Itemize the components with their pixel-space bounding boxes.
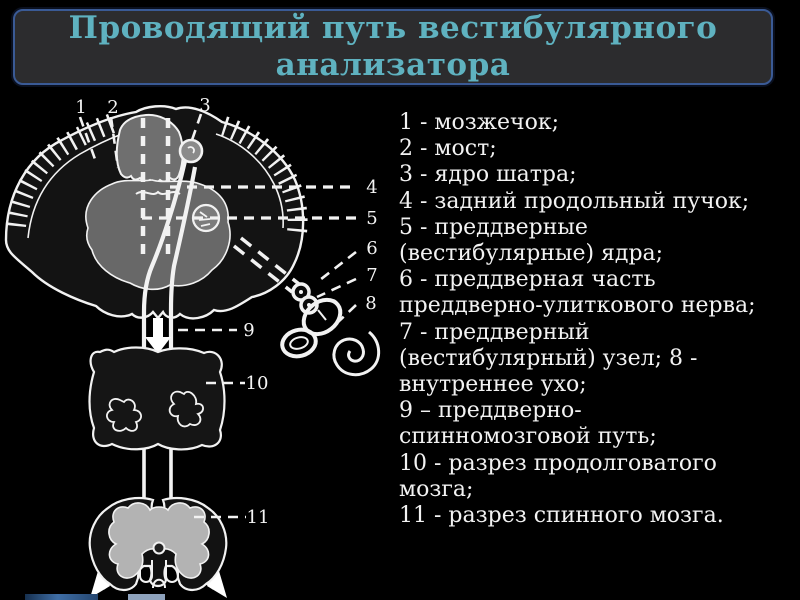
- diagram-labels: 1 2 3 4 5 6 7 8 9 10 11: [75, 95, 377, 528]
- gray-matter-butterfly: [108, 502, 210, 579]
- legend-line: 4 - задний продольный пучок;: [399, 188, 750, 214]
- tract-curve-right: [168, 166, 198, 350]
- exit-arrow-right-head: [207, 571, 227, 598]
- legend-line: (вестибулярные) ядра;: [399, 241, 664, 267]
- leader-line-6: [315, 250, 357, 285]
- legend-line: 1 - мозжечок;: [399, 110, 559, 135]
- legend-line: 3 - ядро шатра;: [399, 162, 577, 188]
- diagram-label-10: 10: [246, 373, 269, 394]
- diagram-label-7: 7: [366, 265, 377, 286]
- legend-line: 9 – преддверно-: [399, 398, 582, 424]
- legend-line: спинномозговой путь;: [399, 424, 657, 450]
- hatch-inner-border-left: [27, 133, 123, 239]
- legend-line: 6 - преддверная часть: [399, 267, 656, 293]
- leader-line-7: [316, 277, 357, 299]
- tract-solid-between-sections: [142, 444, 173, 502]
- fastigial-nucleus: [178, 138, 204, 164]
- legend-line: 10 - разрез продолговатого: [399, 450, 717, 476]
- leader-line-3: [190, 113, 203, 141]
- leader-lines: [78, 113, 357, 519]
- hatch-inner-border-right: [215, 133, 284, 229]
- legend-line: (вестибулярный) узел; 8 -: [399, 345, 698, 371]
- cerebellum-hatching-right: [220, 116, 308, 234]
- inner-ear: [280, 282, 381, 377]
- medulla-outline: [88, 346, 226, 451]
- legend-line: 5 - преддверные: [399, 214, 588, 240]
- cochlea-spiral: [332, 330, 381, 377]
- pons-region: [85, 179, 231, 291]
- diagram-label-6: 6: [366, 238, 377, 259]
- legend-line: 11 - разрез спинного мозга.: [399, 503, 724, 529]
- exit-arrow-left-head: [90, 571, 110, 598]
- cerebellum-pons-section: [4, 104, 308, 320]
- legend-line: преддверно-улиткового нерва;: [399, 293, 756, 319]
- tract-curve-left: [141, 160, 188, 350]
- medulla-section: [88, 346, 226, 451]
- diagram-label-4: 4: [366, 177, 377, 198]
- leader-line-8: [335, 304, 357, 325]
- vestibular-ganglion: [291, 282, 319, 315]
- downward-arrow: [145, 318, 171, 354]
- legend-line: 7 - преддверный: [399, 319, 590, 345]
- slide-title: Проводящий путь вестибулярного анализато…: [68, 10, 718, 83]
- bottom-strip-left: [25, 594, 98, 600]
- diagram-label-11: 11: [247, 507, 270, 528]
- bottom-strip-right: [128, 594, 165, 600]
- olivary-nucleus-right: [168, 390, 204, 428]
- central-canal: [152, 541, 166, 555]
- legend: 1 - мозжечок;2 - мост;3 - ядро шатра;4 -…: [399, 110, 756, 529]
- legend-line: мозга;: [399, 476, 474, 502]
- legend-line: внутреннее ухо;: [399, 372, 587, 398]
- posterior-longitudinal-fasciculus: [140, 118, 171, 258]
- semicircular-canals: [280, 297, 343, 359]
- leader-line-1: [78, 116, 98, 163]
- title-box: Проводящий путь вестибулярного анализато…: [13, 9, 773, 85]
- diagram-label-9: 9: [243, 320, 254, 341]
- legend-line: 2 - мост;: [399, 136, 497, 162]
- cord-ventral-loops: [139, 560, 179, 589]
- diagram-label-3: 3: [199, 95, 210, 116]
- diagram-label-2: 2: [107, 97, 118, 118]
- olivary-nucleus-left: [106, 398, 142, 432]
- vermis-region: [115, 113, 184, 184]
- diagram-label-1: 1: [75, 97, 86, 118]
- diagram-label-8: 8: [365, 293, 376, 314]
- diagram-label-5: 5: [366, 208, 377, 229]
- vestibular-nerve: [232, 236, 301, 294]
- leader-line-2: [109, 116, 120, 169]
- spinal-cord-section: [88, 497, 228, 592]
